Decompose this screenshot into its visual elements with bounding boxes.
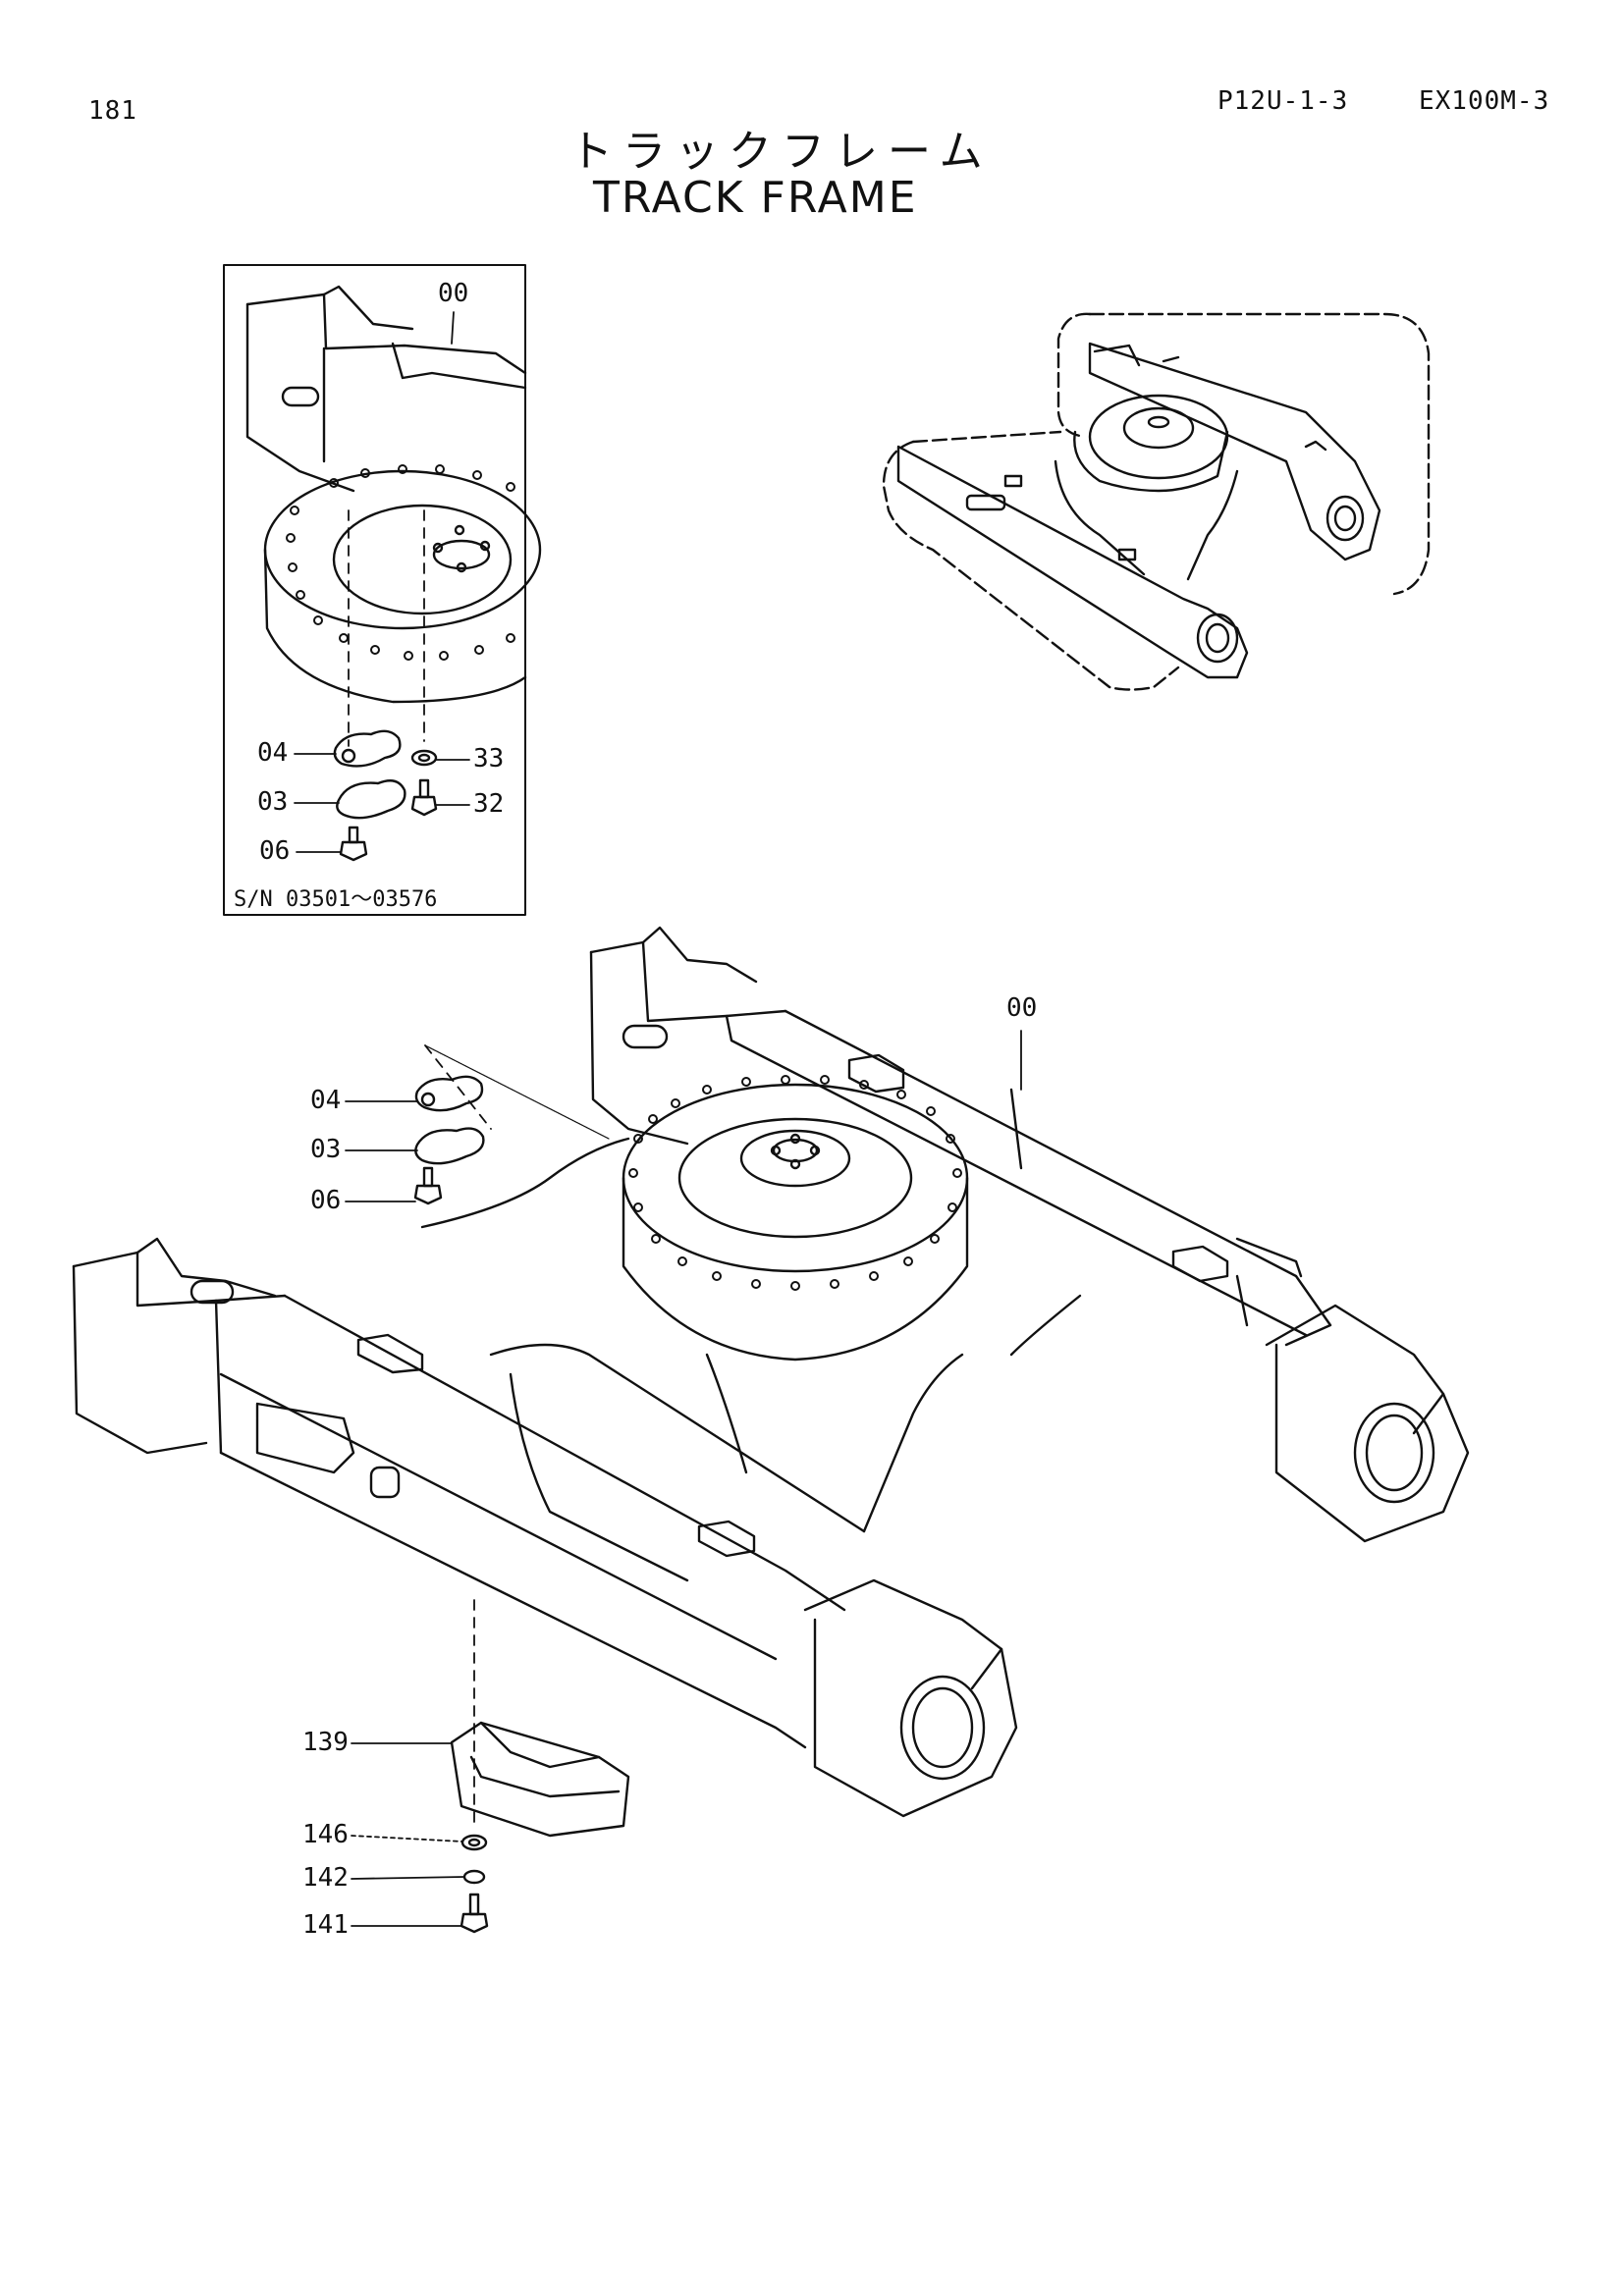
track-frame-main [72, 926, 1470, 1818]
page-number: 181 [88, 96, 137, 126]
main-label-146: 146 [302, 1820, 349, 1849]
model-number: EX100M-3 [1419, 86, 1550, 116]
inset-label-06: 06 [259, 836, 291, 866]
inset-label-32: 32 [473, 789, 505, 819]
main-label-142: 142 [302, 1863, 349, 1893]
main-label-04: 04 [310, 1086, 342, 1115]
section-code: P12U-1-3 [1217, 86, 1349, 116]
inset-detail [223, 264, 542, 916]
inset-label-03: 03 [257, 787, 289, 817]
title-english: TRACK FRAME [593, 173, 918, 223]
main-label-139: 139 [302, 1728, 349, 1757]
inset-label-04: 04 [257, 738, 289, 768]
machine-overview [882, 312, 1431, 691]
inset-label-00: 00 [438, 279, 469, 308]
main-label-00: 00 [1006, 993, 1038, 1023]
inset-serial-range: S/N 03501～03576 [234, 887, 438, 912]
main-exploded-parts [345, 1030, 1022, 1934]
main-label-141: 141 [302, 1910, 349, 1940]
main-label-03: 03 [310, 1135, 342, 1164]
title-japanese: トラックフレーム [569, 127, 993, 177]
main-label-06: 06 [310, 1186, 342, 1215]
inset-label-33: 33 [473, 744, 505, 774]
